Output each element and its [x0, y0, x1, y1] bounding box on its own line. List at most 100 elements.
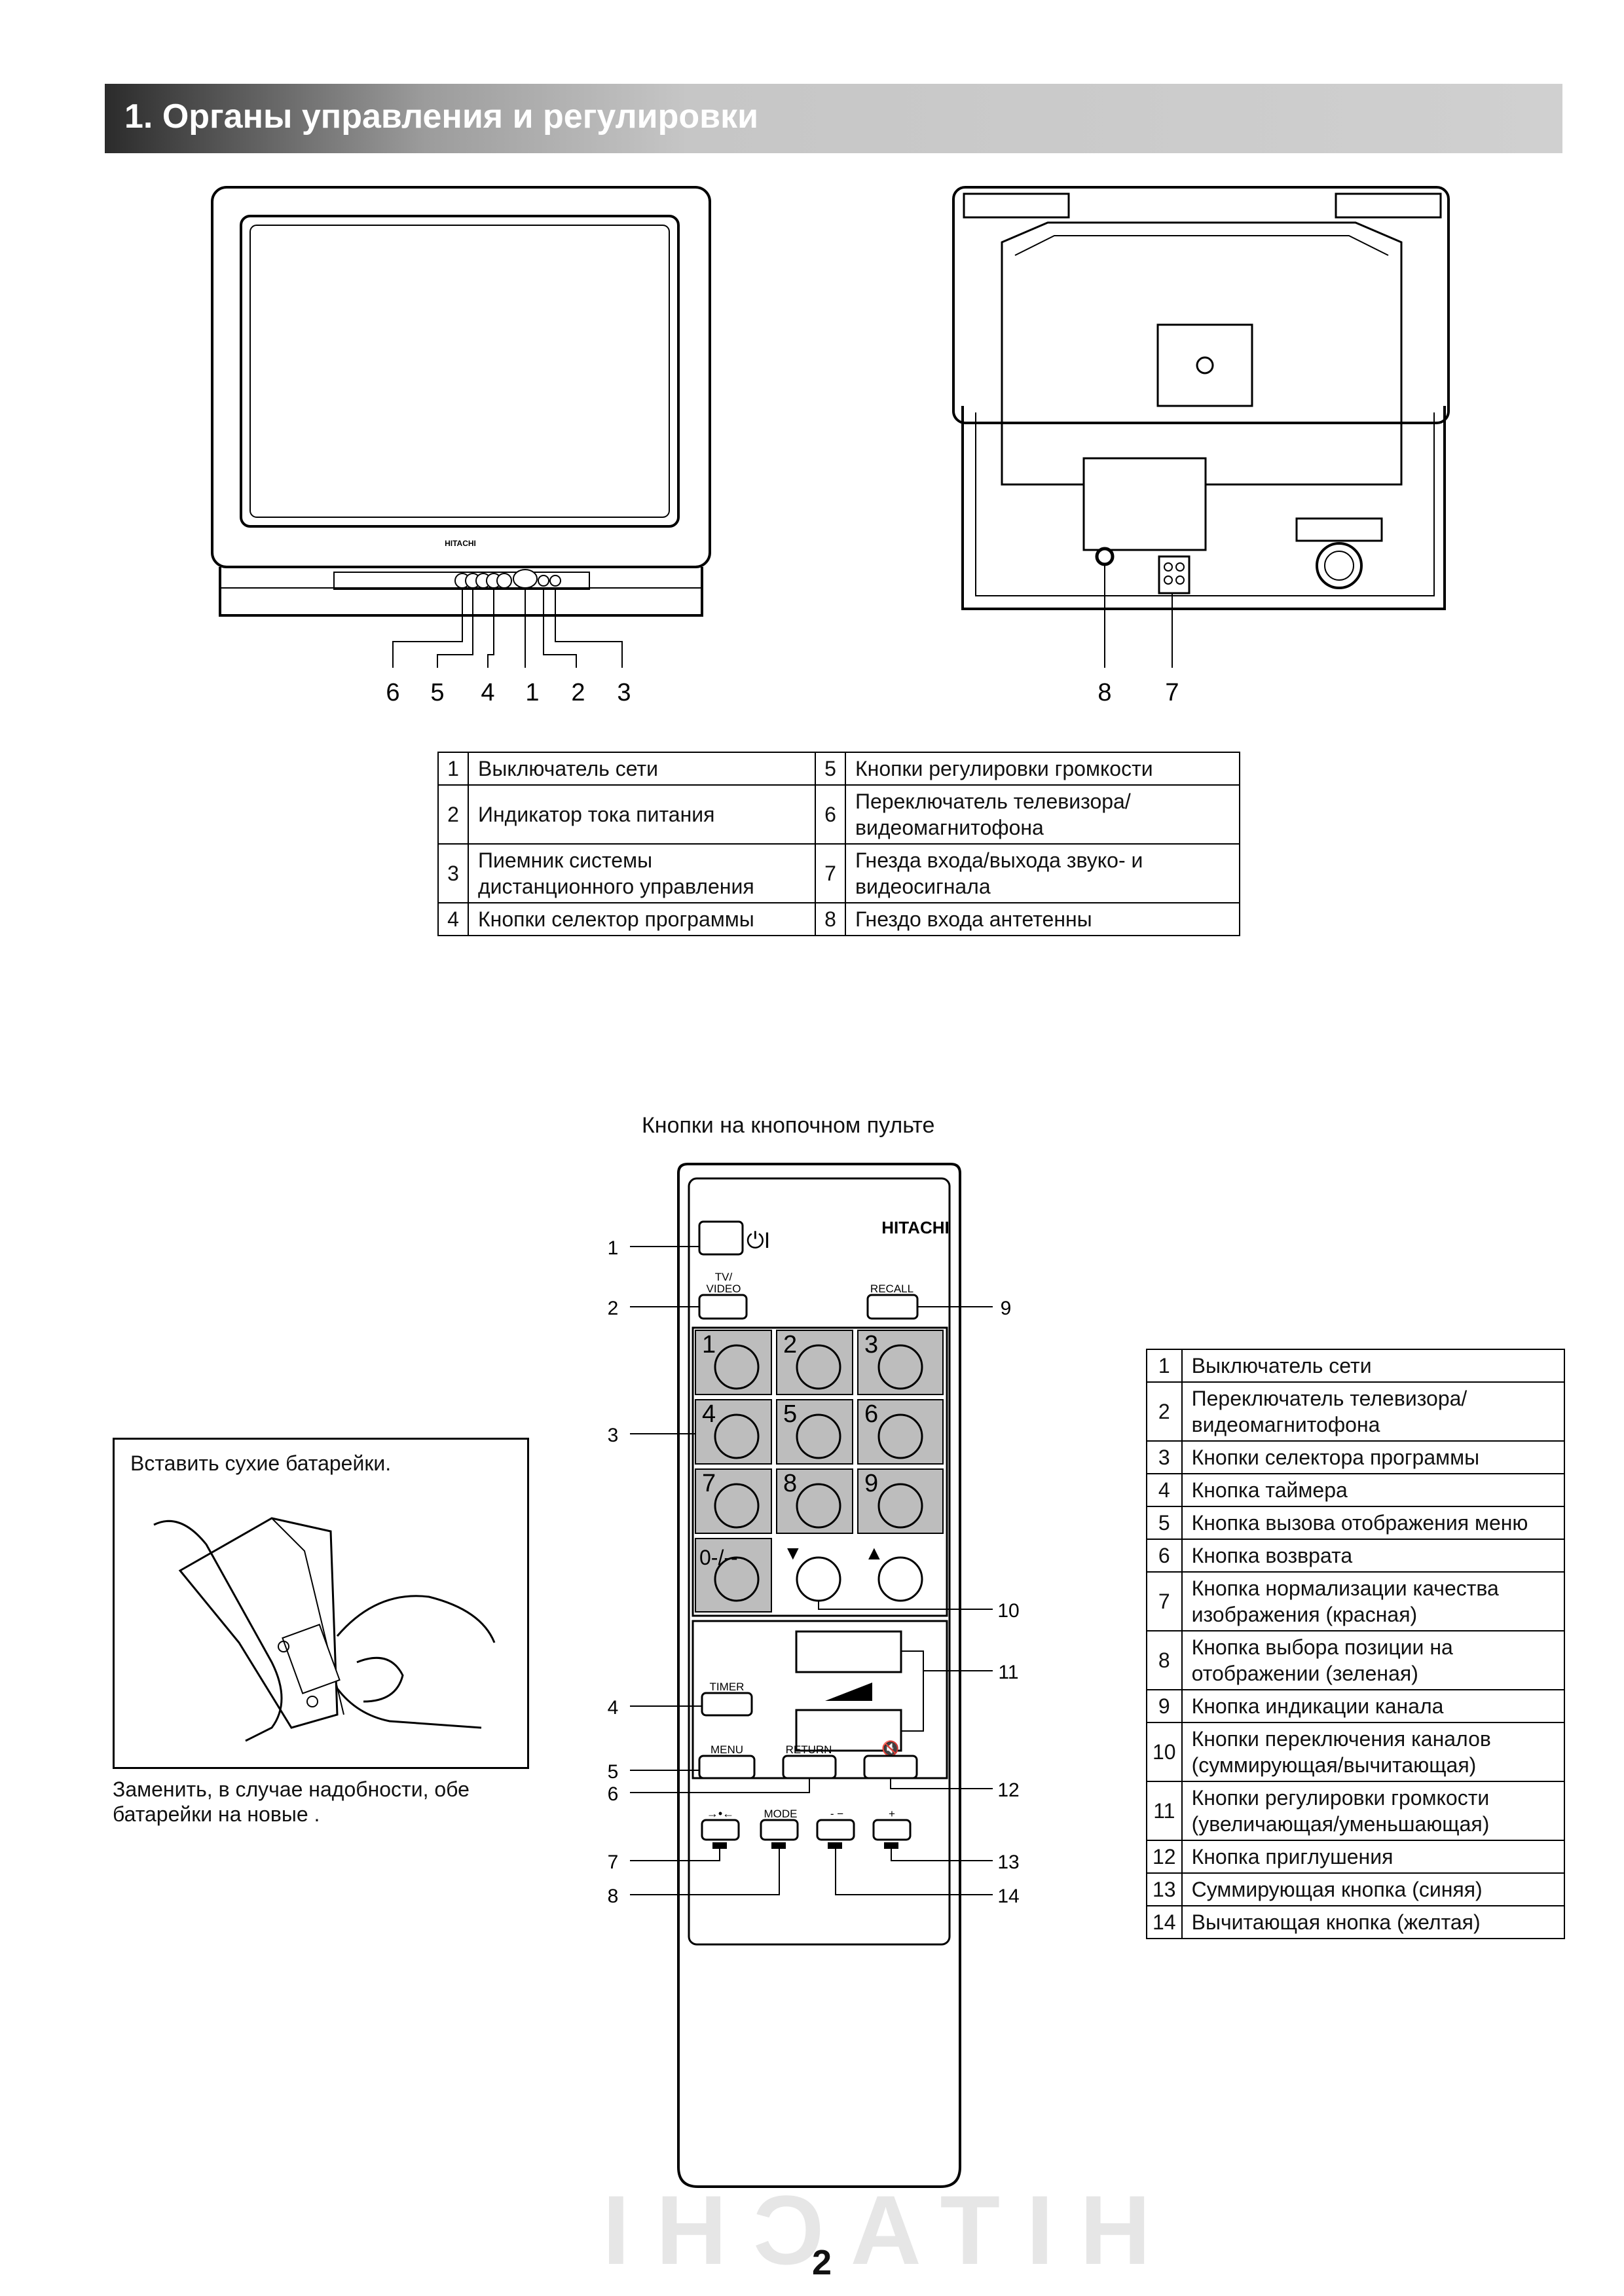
page-title: 1. Органы управления и регулировки: [124, 98, 759, 136]
recall-button: [866, 1294, 919, 1320]
row-number: 11: [1146, 1781, 1183, 1841]
speaker-mute-icon: 🔇: [881, 1740, 899, 1757]
remote-callout-10: 10: [997, 1600, 1019, 1622]
remote-callout-3: 3: [608, 1425, 619, 1446]
row-number: 3: [437, 843, 469, 903]
row-number: 5: [815, 752, 846, 786]
plus-label: +: [889, 1808, 895, 1820]
remote-callout-4: 4: [608, 1697, 619, 1719]
row-number: 13: [1146, 1872, 1183, 1906]
row-text: Пиемник системы дистанционного управлени…: [468, 843, 816, 903]
row-number: 7: [815, 843, 846, 903]
remote-callout-1: 1: [608, 1237, 619, 1259]
volume-wedge-icon: [825, 1683, 872, 1701]
digit-9: 9: [864, 1470, 878, 1497]
battery-hand-illustration: [153, 1517, 496, 1742]
digit-3: 3: [864, 1331, 878, 1358]
digit-2: 2: [783, 1331, 797, 1358]
battery-replace-text: Заменить, в случае надобности, обе батар…: [113, 1777, 470, 1826]
row-text: Кнопки регулировки громкости (увеличающа…: [1181, 1781, 1566, 1841]
remote-heading: Кнопки на кнопочном пульте: [642, 1113, 935, 1138]
remote-brand-logo: HITACHI: [881, 1218, 950, 1237]
row-text: Переключатель телевизора/ видеомагнитофо…: [1181, 1381, 1566, 1442]
table-row: 4 Кнопки селектор программы 8 Гнездо вхо…: [437, 902, 1240, 936]
remote-callout-5: 5: [608, 1761, 619, 1783]
row-text: Суммирующая кнопка (синяя): [1181, 1872, 1566, 1906]
tv-front-illustration: HITACHI 6 5 4 1 2 3: [211, 186, 711, 706]
digit-1: 1: [702, 1331, 716, 1358]
digit-zero-label: 0-/--: [699, 1546, 738, 1569]
row-number: 12: [1146, 1840, 1183, 1874]
channel-up-icon: ▲: [864, 1542, 884, 1564]
digit-7: 7: [702, 1470, 716, 1497]
return-button: [782, 1755, 837, 1779]
volume-down-button: [795, 1709, 902, 1752]
row-number: 10: [1146, 1722, 1183, 1782]
row-number: 1: [1146, 1349, 1183, 1383]
callout-8: 8: [1098, 679, 1111, 706]
blue-button: [816, 1819, 855, 1841]
yellow-button: [872, 1819, 912, 1841]
tv-video-label-2: VIDEO: [707, 1283, 741, 1295]
digit-5: 5: [783, 1400, 797, 1428]
row-text: Кнопка таймера: [1181, 1473, 1566, 1507]
row-text: Вычитающая кнопка (желтая): [1181, 1905, 1566, 1939]
callout-2: 2: [571, 679, 585, 706]
remote-callout-6: 6: [608, 1783, 619, 1805]
recall-label: RECALL: [870, 1283, 913, 1295]
row-number: 2: [437, 784, 469, 845]
row-number: 6: [815, 784, 846, 845]
page-number: 2: [812, 2243, 832, 2282]
remote-callout-9: 9: [1001, 1298, 1012, 1319]
battery-box: Вставить сухие батарейки.: [113, 1438, 529, 1769]
mirrored-brand-watermark: HITACHI: [576, 2175, 1151, 2285]
digit-4: 4: [702, 1400, 716, 1428]
row-text: Кнопка приглушения: [1181, 1840, 1566, 1874]
row-text: Кнопка индикации канала: [1181, 1689, 1566, 1723]
row-number: 14: [1146, 1905, 1183, 1939]
row-number: 7: [1146, 1571, 1183, 1631]
menu-label: MENU: [710, 1743, 743, 1756]
callout-4: 4: [481, 679, 494, 706]
volume-up-button: [795, 1630, 902, 1673]
mute-button: [863, 1755, 918, 1779]
row-text: Индикатор тока питания: [468, 784, 816, 845]
row-text: Кнопки переключения каналов (суммирующая…: [1181, 1722, 1566, 1782]
row-number: 2: [1146, 1381, 1183, 1442]
table-row: 1 Выключатель сети 5 Кнопки регулировки …: [437, 752, 1240, 786]
remote-callout-2: 2: [608, 1298, 619, 1319]
digit-6: 6: [864, 1400, 878, 1428]
tv-video-button: [698, 1294, 748, 1320]
remote-callout-14: 14: [997, 1886, 1019, 1907]
remote-callout-11: 11: [998, 1662, 1018, 1683]
row-text: Кнопки селектора программы: [1181, 1440, 1566, 1474]
tv-back-illustration: 8 7: [952, 186, 1450, 706]
timer-button: [701, 1692, 753, 1717]
menu-button: [698, 1755, 756, 1779]
callout-3: 3: [617, 679, 631, 706]
channel-down-icon: ▼: [783, 1542, 803, 1564]
remote-callout-13: 13: [997, 1851, 1019, 1873]
row-text: Кнопка вызова отображения меню: [1181, 1506, 1566, 1540]
mode-button: [760, 1819, 799, 1841]
power-button: [698, 1220, 744, 1256]
timer-label: TIMER: [710, 1681, 745, 1693]
return-label: RETURN: [786, 1743, 832, 1756]
tv-video-label-1: TV/: [715, 1271, 733, 1283]
callout-5: 5: [430, 679, 444, 706]
callout-1: 1: [525, 679, 539, 706]
row-number: 4: [1146, 1473, 1183, 1507]
remote-callout-7: 7: [608, 1851, 619, 1873]
callout-6: 6: [386, 679, 399, 706]
battery-insert-text: Вставить сухие батарейки.: [130, 1451, 392, 1475]
row-text: Кнопки регулировки громкости: [845, 752, 1240, 786]
